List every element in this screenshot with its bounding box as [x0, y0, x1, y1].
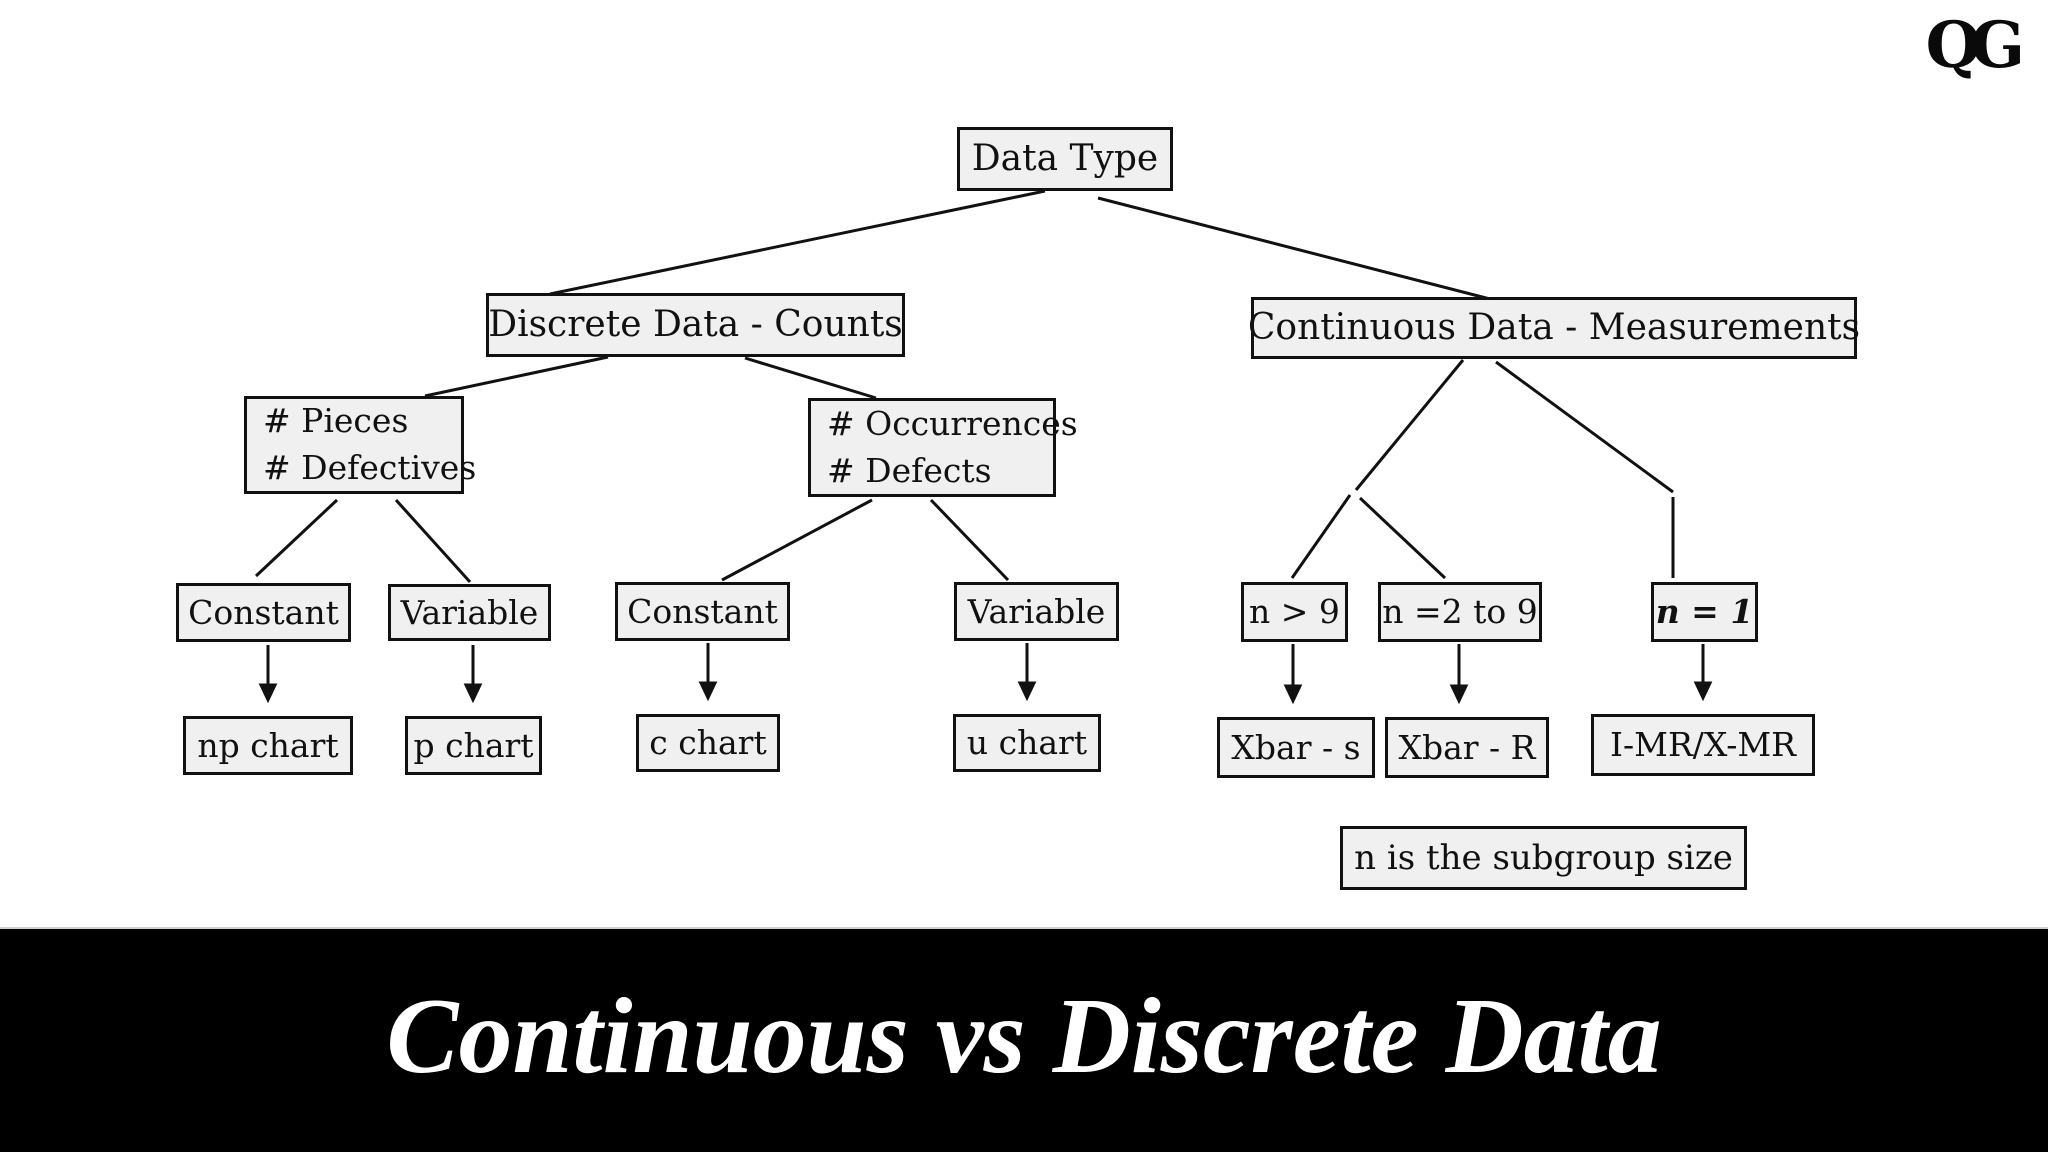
edge-discrete-occurrences [744, 356, 877, 400]
subgroup-size-note: n is the subgroup size [1340, 826, 1747, 890]
edge-junction-n2to9 [1358, 496, 1447, 580]
qg-logo: QG [1925, 8, 2025, 83]
node-pieces-defectives: # Pieces # Defectives [244, 396, 476, 494]
node-xbar-r-chart: Xbar - R [1385, 717, 1549, 778]
title-banner: Continuous vs Discrete Data [0, 927, 2048, 1152]
edge-continuous-junction [1354, 359, 1465, 491]
edge-occurrences-variable [929, 498, 1010, 582]
node-c-chart: c chart [636, 714, 780, 772]
node-line: # Pieces [263, 401, 409, 441]
edge-pieces-constant [254, 498, 339, 578]
slide-title: Continuous vs Discrete Data [386, 976, 1662, 1096]
edge-junction-ngt9 [1290, 494, 1352, 579]
node-line: # Occurrences [827, 403, 1078, 443]
node-constant-pieces: Constant [176, 583, 351, 642]
node-variable-occurrences: Variable [954, 582, 1119, 641]
edge-continuous-bend [1495, 360, 1674, 494]
node-constant-occurrences: Constant [615, 582, 790, 641]
node-variable-pieces: Variable [388, 584, 551, 641]
node-p-chart: p chart [405, 716, 542, 775]
node-np-chart: np chart [183, 716, 353, 775]
node-continuous-data: Continuous Data - Measurements [1248, 297, 1860, 359]
edge-occurrences-constant [721, 498, 873, 582]
edge-pieces-variable [394, 498, 472, 584]
node-n-eq-1: n = 1 [1651, 582, 1758, 642]
node-data-type: Data Type [957, 127, 1173, 191]
node-imr-xmr-chart: I-MR/X-MR [1591, 714, 1815, 776]
edge-discrete-pieces [424, 355, 609, 398]
edge-root-discrete [549, 189, 1046, 296]
node-line: # Defectives [263, 448, 477, 487]
node-n-2-to-9: n =2 to 9 [1378, 582, 1542, 642]
node-discrete-data: Discrete Data - Counts [486, 293, 905, 357]
node-line: # Defects [827, 450, 992, 490]
node-xbar-s-chart: Xbar - s [1217, 717, 1375, 778]
edge-root-continuous [1097, 196, 1491, 301]
node-n-gt-9: n > 9 [1241, 582, 1348, 642]
node-u-chart: u chart [953, 714, 1101, 772]
node-occurrences-defects: # Occurrences # Defects [808, 398, 1078, 497]
